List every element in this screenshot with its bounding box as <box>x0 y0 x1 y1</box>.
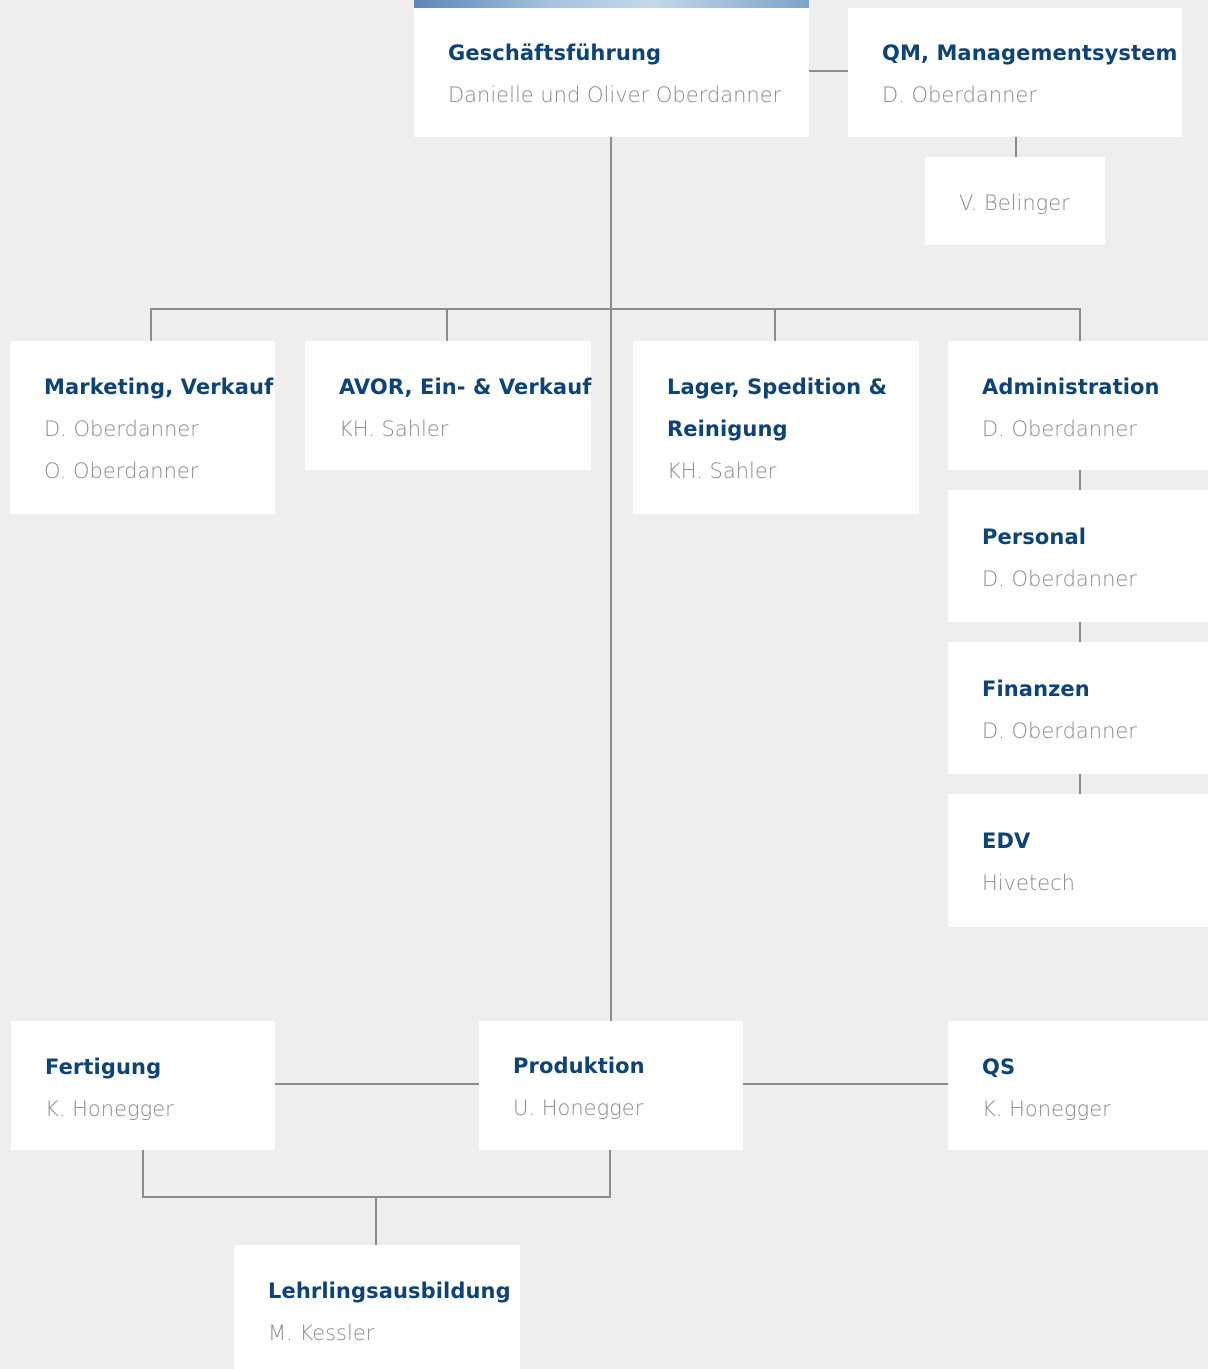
node-person: D. Oberdanner <box>882 83 1037 107</box>
node-produktion: Produktion U. Honegger <box>479 1021 743 1150</box>
node-title: AVOR, Ein- & Verkauf <box>339 375 592 399</box>
node-belinger: V. Belinger <box>925 157 1105 245</box>
node-title: Geschäftsführung <box>448 41 662 65</box>
node-marketing: Marketing, Verkauf D. Oberdanner O. Ober… <box>10 341 275 514</box>
node-title: QS <box>982 1055 1016 1079</box>
node-avor: AVOR, Ein- & Verkauf KH. Sahler <box>305 341 591 470</box>
node-person: K. Honegger <box>45 1097 174 1121</box>
node-personal: Personal D. Oberdanner <box>948 490 1208 622</box>
node-title: QM, Managementsystem <box>882 41 1178 65</box>
node-person: D. Oberdanner <box>982 417 1137 441</box>
node-person: K. Honegger <box>982 1097 1111 1121</box>
node-person: M. Kessler <box>268 1321 375 1345</box>
node-administration: Administration D. Oberdanner <box>948 341 1208 470</box>
node-person: KH. Sahler <box>339 417 449 441</box>
node-title: Reinigung <box>667 417 788 441</box>
node-title: Finanzen <box>982 677 1090 701</box>
node-person: D. Oberdanner <box>982 567 1137 591</box>
node-person: V. Belinger <box>959 191 1070 215</box>
node-geschaeftsfuehrung: Geschäftsführung Danielle und Oliver Obe… <box>414 8 809 137</box>
node-title: Produktion <box>513 1054 645 1078</box>
node-person: Hivetech <box>982 871 1075 895</box>
node-lager: Lager, Spedition & Reinigung KH. Sahler <box>633 341 919 514</box>
node-title: Fertigung <box>45 1055 162 1079</box>
node-title: EDV <box>982 829 1031 853</box>
node-finanzen: Finanzen D. Oberdanner <box>948 642 1208 774</box>
node-person: D. Oberdanner <box>982 719 1137 743</box>
node-qm: QM, Managementsystem D. Oberdanner <box>848 8 1182 137</box>
node-fertigung: Fertigung K. Honegger <box>11 1021 275 1150</box>
node-edv: EDV Hivetech <box>948 794 1208 927</box>
node-title: Marketing, Verkauf <box>44 375 274 399</box>
node-lehrlingsausbildung: Lehrlingsausbildung M. Kessler <box>234 1245 520 1369</box>
node-person: KH. Sahler <box>667 459 777 483</box>
node-title: Personal <box>982 525 1087 549</box>
node-person: D. Oberdanner <box>44 417 199 441</box>
header-photo <box>414 0 809 8</box>
node-title: Lehrlingsausbildung <box>268 1279 511 1303</box>
node-person: U. Honegger <box>513 1096 644 1120</box>
node-title: Lager, Spedition & <box>667 375 888 399</box>
node-qs: QS K. Honegger <box>948 1021 1208 1150</box>
node-title: Administration <box>982 375 1160 399</box>
node-person: O. Oberdanner <box>44 459 199 483</box>
node-person: Danielle und Oliver Oberdanner <box>448 83 782 107</box>
